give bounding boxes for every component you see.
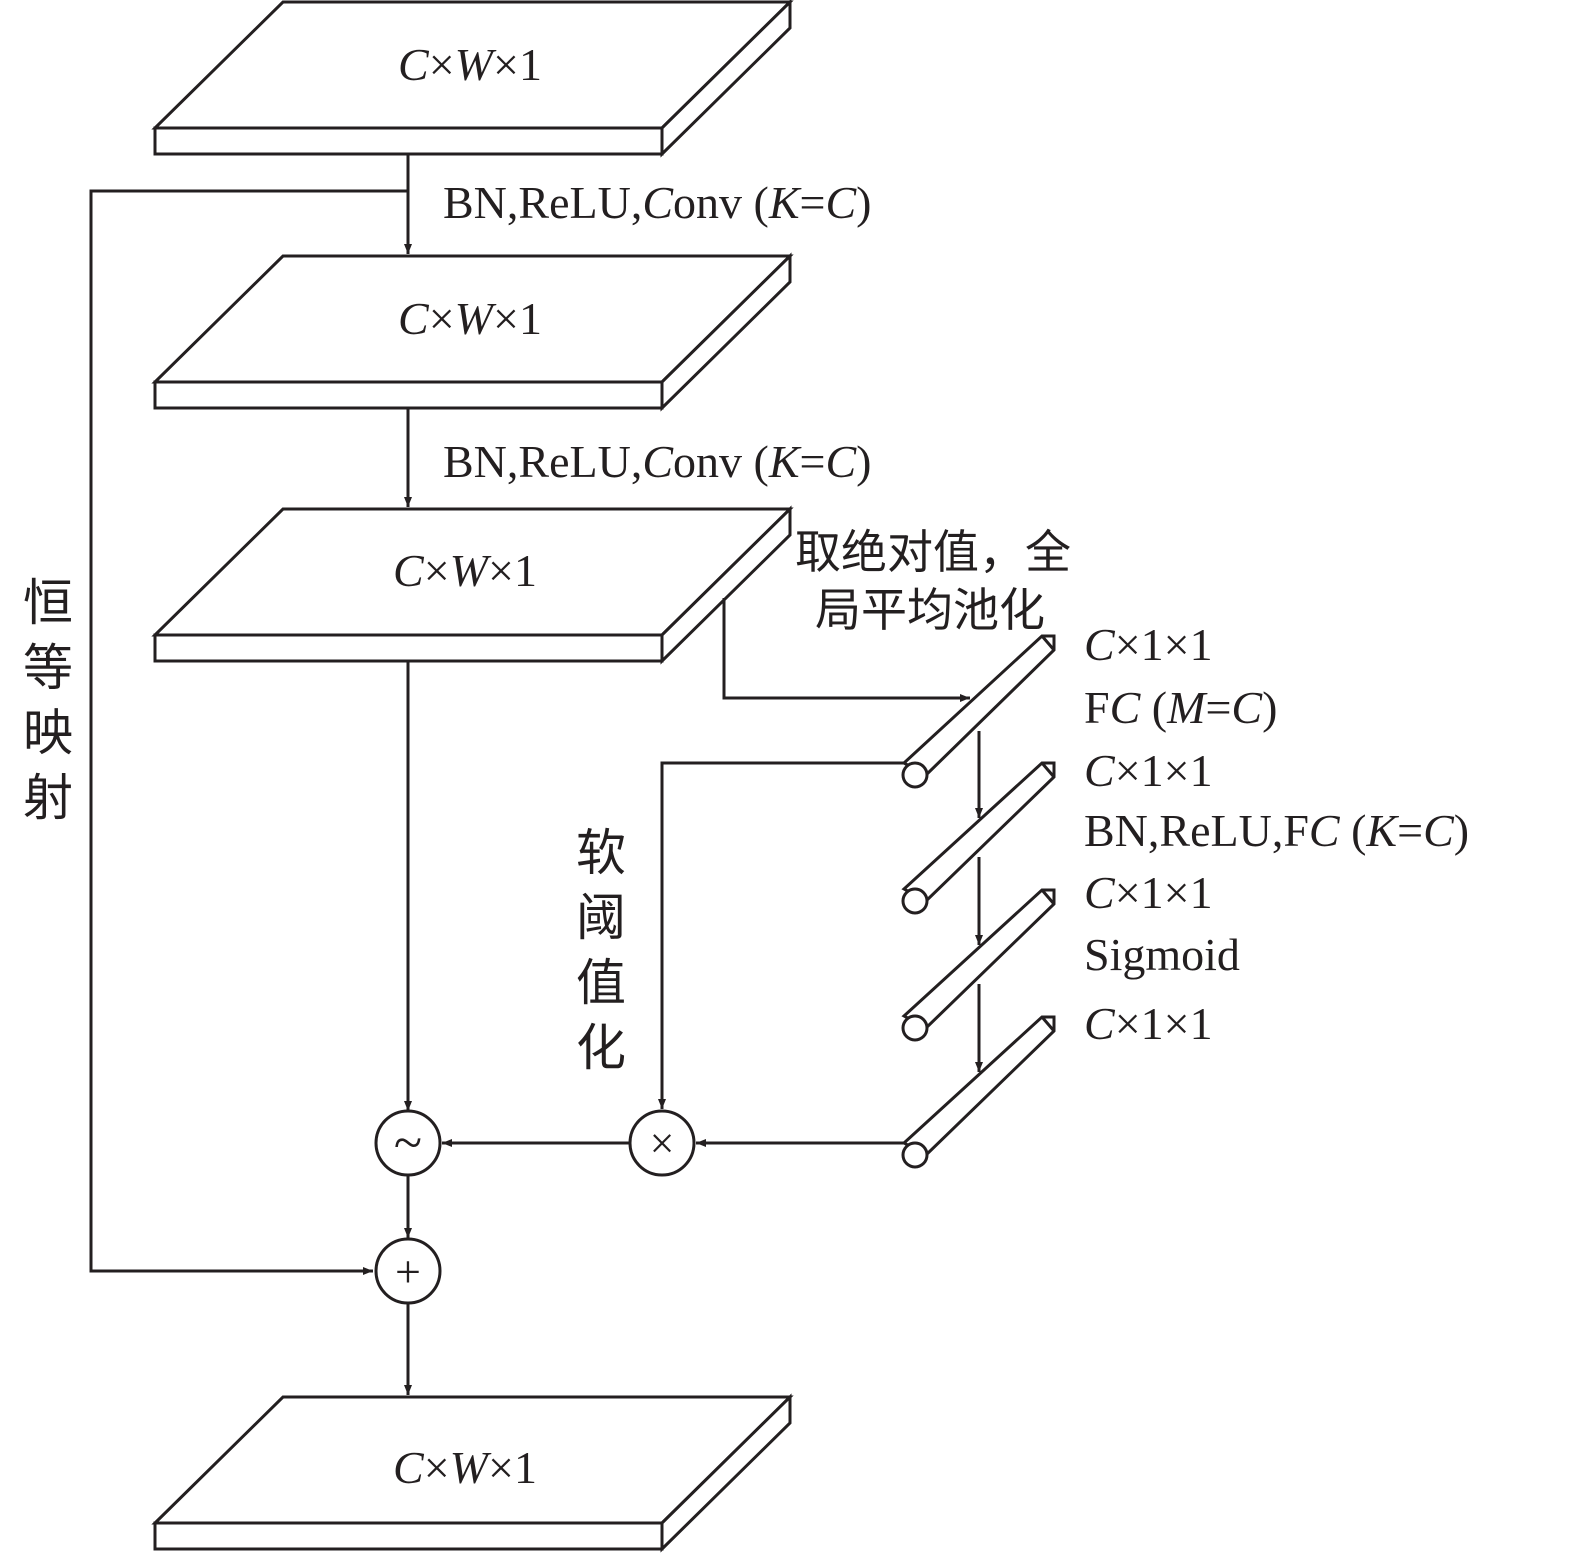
vector-rod-2	[901, 761, 1056, 915]
identity-label-char-1: 恒	[23, 574, 73, 632]
soft-threshold-char-3: 值	[576, 954, 626, 1012]
op-label-conv2: BN,ReLU,Conv (K=C)	[443, 436, 872, 487]
feature-map-conv2: C×W×1	[151, 505, 794, 665]
add-node: +	[374, 1237, 442, 1305]
soft-threshold-node: ~	[374, 1109, 442, 1177]
feature-map-conv1: C×W×1	[151, 252, 794, 412]
op-label-abs-pool-line2: 局平均池化	[815, 583, 1045, 637]
identity-shortcut-path	[89, 189, 408, 1275]
identity-label-char-4: 射	[23, 769, 73, 827]
op-label-sigmoid: Sigmoid	[1084, 929, 1240, 980]
soft-threshold-symbol: ~	[394, 1115, 422, 1172]
op-label-abs-pool-line1: 取绝对值，全	[795, 525, 1071, 579]
multiply-symbol: ×	[650, 1119, 675, 1168]
soft-threshold-char-1: 软	[576, 824, 626, 882]
op-label-conv1: BN,ReLU,Conv (K=C)	[443, 177, 872, 228]
op-label-fc1: FC (M=C)	[1084, 682, 1277, 733]
vector-rod-3	[901, 888, 1056, 1042]
vector-label-3: C×1×1	[1084, 867, 1213, 918]
feature-map-output: C×W×1	[151, 1393, 794, 1553]
arrow-pooled-to-multiply	[658, 761, 904, 1109]
identity-label-char-3: 映	[23, 704, 73, 762]
vector-rod-4	[901, 1015, 1056, 1169]
soft-threshold-char-4: 化	[576, 1019, 626, 1077]
multiply-node: ×	[628, 1109, 696, 1177]
identity-label: 恒 等 映 射	[23, 574, 73, 827]
tensor-label-output: C×W×1	[393, 1442, 537, 1493]
tensor-label-conv2: C×W×1	[393, 545, 537, 596]
feature-map-input: C×W×1	[151, 0, 794, 158]
vector-rod-1	[901, 634, 1056, 789]
op-label-fc2: BN,ReLU,FC (K=C)	[1084, 805, 1469, 856]
vector-label-2: C×1×1	[1084, 745, 1213, 796]
add-symbol: +	[395, 1246, 421, 1297]
tensor-label-conv1: C×W×1	[398, 293, 542, 344]
identity-label-char-2: 等	[23, 639, 73, 697]
tensor-label-input: C×W×1	[398, 39, 542, 90]
vector-label-1: C×1×1	[1084, 619, 1213, 670]
arrow-to-pooling	[722, 598, 970, 702]
vector-label-4: C×1×1	[1084, 998, 1213, 1049]
soft-threshold-char-2: 阈	[576, 889, 626, 947]
soft-threshold-label: 软 阈 值 化	[576, 824, 626, 1077]
